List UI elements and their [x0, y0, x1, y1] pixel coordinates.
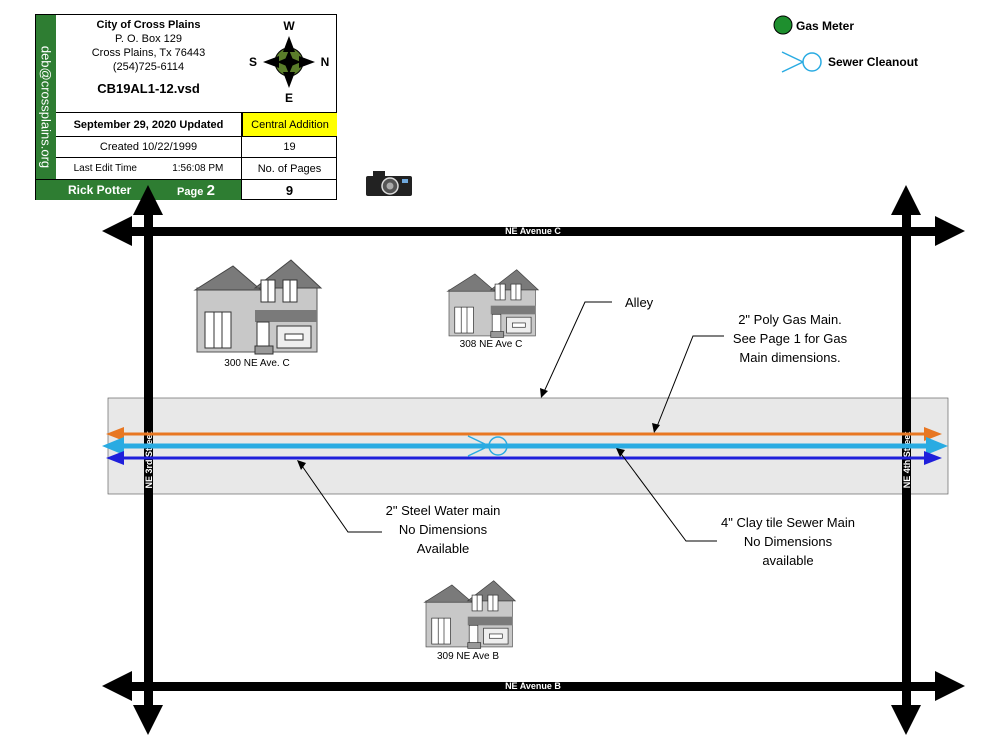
house-300-ne-ave-c [194, 259, 322, 355]
sewer-main-line [102, 437, 948, 455]
title-side-strip: deb@crossplains.org [36, 15, 56, 200]
last-edit-time: 1:56:08 PM [172, 163, 224, 174]
author-name: Rick Potter [68, 183, 132, 197]
compass-east: E [285, 91, 293, 105]
gas-main-label-2: See Page 1 for Gas [733, 331, 848, 346]
water-main-label-2: No Dimensions [399, 522, 488, 537]
street-label-avenue-c: NE Avenue C [505, 226, 561, 236]
sewer-main-label-1: 4" Clay tile Sewer Main [721, 515, 855, 530]
legend-sewer-cleanout-icon [781, 51, 822, 73]
title-divider [241, 112, 242, 200]
street-label-avenue-b: NE Avenue B [505, 681, 561, 691]
address-line-2: Cross Plains, Tx 76443 [91, 47, 206, 59]
sewer-cleanout-symbol [467, 435, 508, 457]
camera-icon[interactable] [366, 171, 412, 196]
water-main-label-1: 2" Steel Water main [386, 503, 501, 518]
house-label-308: 308 NE Ave C [460, 339, 523, 350]
gas-main-label-1: 2" Poly Gas Main. [738, 312, 842, 327]
street-label-3rd: NE 3rd Street [144, 431, 154, 488]
title-header: City of Cross Plains P. O. Box 129 Cross… [56, 15, 241, 112]
last-edit-row: Last Edit Time 1:56:08 PM [56, 157, 241, 179]
page-indicator: Page 2 [177, 182, 215, 199]
house-label-309: 309 NE Ave B [437, 651, 499, 662]
annotation-arrowheads [297, 388, 660, 470]
house-309-ne-ave-b [424, 580, 516, 649]
compass-west: W [283, 19, 295, 33]
road-ne-3rd-street [133, 185, 163, 735]
alley-label: Alley [625, 295, 654, 310]
phone-number: (254)725-6114 [112, 61, 185, 73]
addition-name: Central Addition [242, 112, 337, 136]
road-ne-avenue-b [102, 671, 965, 701]
org-name: City of Cross Plains [96, 19, 201, 31]
pages-label: No. of Pages [242, 157, 337, 179]
road-ne-avenue-c [102, 216, 965, 246]
last-edit-label: Last Edit Time [73, 163, 137, 174]
gas-main-label-3: Main dimensions. [739, 350, 840, 365]
compass-south: S [249, 55, 257, 69]
street-label-4th: NE 4th Street [902, 432, 912, 489]
annotation-leaders [299, 301, 724, 542]
house-308-ne-ave-c [447, 269, 539, 338]
file-name: CB19AL1-12.vsd [97, 81, 200, 96]
gas-main-line [106, 427, 942, 441]
compass-north: N [321, 55, 330, 69]
page-count: 9 [242, 179, 337, 200]
sewer-main-label-2: No Dimensions [744, 534, 833, 549]
legend-sewer-cleanout-label: Sewer Cleanout [828, 55, 919, 69]
created-date: Created 10/22/1999 [56, 136, 241, 157]
author-row: Rick Potter Page 2 [36, 179, 241, 200]
page-label: Page [177, 185, 204, 198]
road-ne-4th-street [891, 185, 921, 735]
compass-rose [263, 36, 315, 88]
addition-number: 19 [242, 136, 337, 157]
legend-gas-meter-label: Gas Meter [796, 19, 855, 33]
page-number: 2 [206, 181, 215, 199]
water-main-line [106, 451, 942, 465]
sewer-main-label-3: available [762, 553, 813, 568]
water-main-label-3: Available [417, 541, 470, 556]
house-label-300: 300 NE Ave. C [224, 358, 289, 369]
address-line-1: P. O. Box 129 [114, 33, 183, 45]
legend-gas-meter-icon [773, 15, 793, 35]
updated-date: September 29, 2020 Updated [56, 112, 241, 136]
